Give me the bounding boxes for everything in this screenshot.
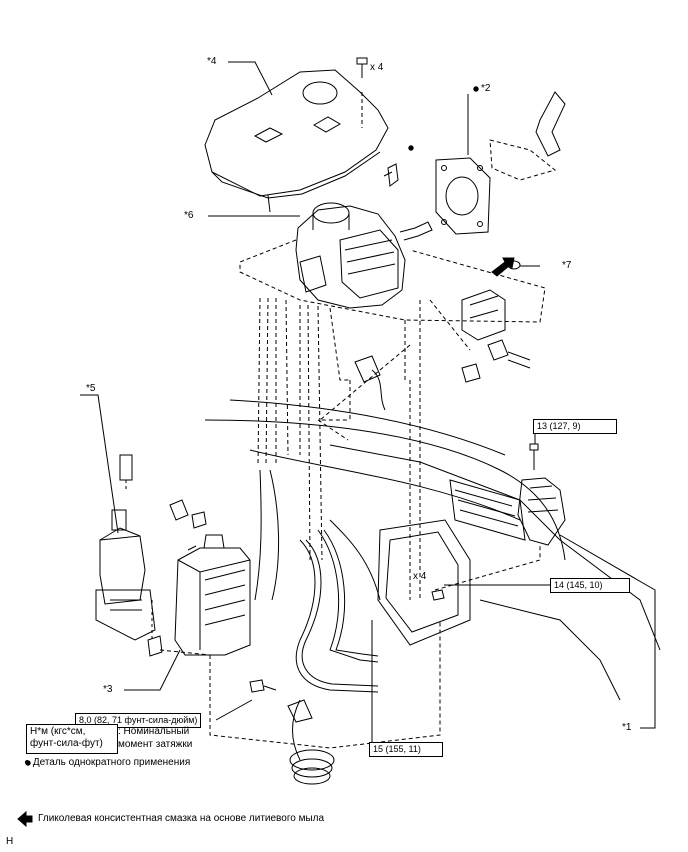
gasket-plate [435,157,491,235]
brake-actuator [295,202,433,309]
torque-desc-line1: : Номинальный [118,726,190,737]
dashed-guides [239,239,546,600]
clip-part [383,163,399,187]
torque-unit-box: Н*м (кгс*см, фунт-сила-фут) [26,724,118,754]
bolt-top [356,57,368,128]
quantity-x4-top: x 4 [370,62,384,73]
callout-1: *1 [622,722,632,733]
grease-note: Гликолевая консистентная смазка на основ… [38,813,325,824]
callout-3: *3 [103,684,113,695]
engine-cover [204,69,389,213]
bracket-rod [489,91,566,181]
arrow-pointer-icon [491,257,521,277]
callout-5: *5 [86,383,96,394]
callout-6: *6 [184,210,194,221]
torque-13: 13 (127, 9) [533,419,617,434]
torque-14: 14 (145, 10) [550,578,630,593]
connector-parts [354,289,531,411]
torque-desc-line2: момент затяжки [118,739,193,750]
single-use-note: ● Деталь однократного применения [24,757,191,768]
arrow-left-icon [17,810,33,828]
canister [169,499,251,656]
corner-code: H [6,836,14,847]
bolts [249,589,445,693]
callout-7: *7 [562,260,572,271]
callout-2: *2 [481,83,491,94]
leader-lines [80,61,656,742]
vacuum-pump-assembly [95,454,163,657]
quantity-x4-mid: x 4 [413,571,427,582]
dashed-frame [159,620,441,749]
brake-lines [287,519,381,785]
bracket-part [517,443,566,546]
torque-unit-line1: Н*м (кгс*см, [30,726,86,737]
dot-marker-icon [25,86,479,766]
vehicle-body-panel [204,399,661,701]
torque-15: 15 (155, 11) [369,742,443,757]
torque-unit-line2: фунт-сила-фут) [30,738,103,749]
callout-4: *4 [207,56,217,67]
